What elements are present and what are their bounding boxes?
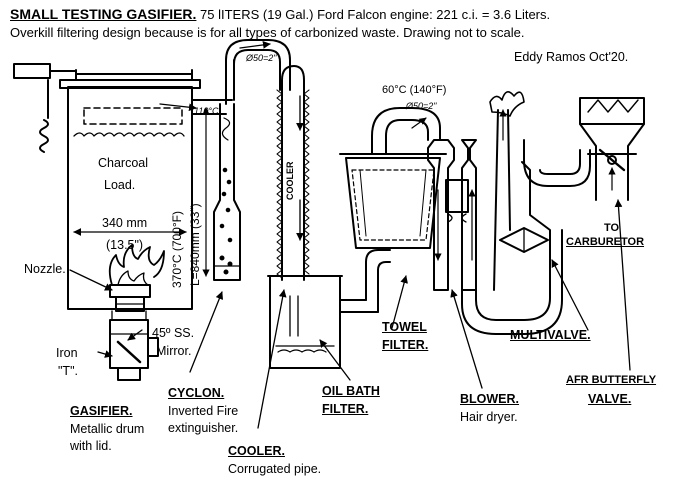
width-mm: 340 mm	[102, 216, 148, 230]
afr-label-2: VALVE.	[588, 392, 632, 406]
afr-butterfly-valve	[579, 97, 645, 371]
carburetor-label: CARBURETOR	[566, 236, 645, 248]
towel-label-2: FILTER.	[382, 338, 429, 352]
cooler-vertical: COOLER	[285, 161, 295, 200]
mirror-line1: 45º SS.	[152, 326, 195, 340]
title: SMALL TESTING GASIFIER.	[10, 6, 197, 22]
afr-label-1: AFR BUTTERFLY	[566, 374, 657, 386]
towel-label-1: TOWEL	[382, 320, 427, 334]
cyclon-temp-vertical: 370°C (700°F)	[170, 211, 184, 288]
subtitle: Overkill filtering design because is for…	[10, 25, 525, 40]
cooler-diameter: Ø50=2"	[246, 53, 277, 63]
title-line: SMALL TESTING GASIFIER. 75 lITERS (19 Ga…	[10, 6, 550, 23]
cyclon-desc-2: extinguisher.	[168, 421, 239, 435]
gasifier-label: GASIFIER.	[70, 404, 133, 418]
blower-label: BLOWER.	[460, 392, 520, 406]
blower-desc: Hair dryer.	[460, 410, 518, 424]
blower	[427, 139, 483, 389]
towel-temp: 60°C (140°F)	[382, 84, 447, 96]
charcoal-line2: Load.	[104, 178, 136, 192]
to-label: TO	[604, 222, 620, 234]
multivalve	[461, 91, 591, 335]
specs: 75 lITERS (19 Gal.) Ford Falcon engine: …	[196, 7, 551, 22]
nozzle-label: Nozzle.	[24, 262, 66, 276]
cooler-pipe	[257, 65, 310, 429]
cyclon-length-vertical: L=840mm (33")	[188, 203, 202, 286]
towel-diameter: Ø50=2"	[406, 101, 437, 111]
author: Eddy Ramos Oct'20.	[514, 50, 629, 64]
oil-bath-label-1: OIL BATH	[322, 384, 380, 398]
cooler-desc: Corrugated pipe.	[228, 462, 322, 476]
width-in: (13.5")	[106, 238, 144, 252]
iron-line2: "T".	[58, 364, 78, 378]
towel-filter	[339, 107, 447, 329]
charcoal-line1: Charcoal	[98, 156, 149, 170]
cyclon-label: CYCLON.	[168, 386, 225, 400]
cyclon-desc-1: Inverted Fire	[168, 404, 239, 418]
multivalve-label: MULTIVALVE.	[510, 328, 591, 342]
iron-line1: Iron	[56, 346, 78, 360]
cooler-label: COOLER.	[228, 444, 285, 458]
gasifier-desc-2: with lid.	[70, 439, 112, 453]
gasifier-drum	[13, 63, 201, 381]
temp-110: 110°C	[194, 106, 219, 116]
gasifier-desc-1: Metallic drum	[70, 422, 145, 436]
mirror-line2: Mirror.	[156, 344, 192, 358]
oil-bath-label-2: FILTER.	[322, 402, 369, 416]
oil-bath-filter	[267, 275, 379, 381]
cyclon-body	[189, 39, 291, 373]
